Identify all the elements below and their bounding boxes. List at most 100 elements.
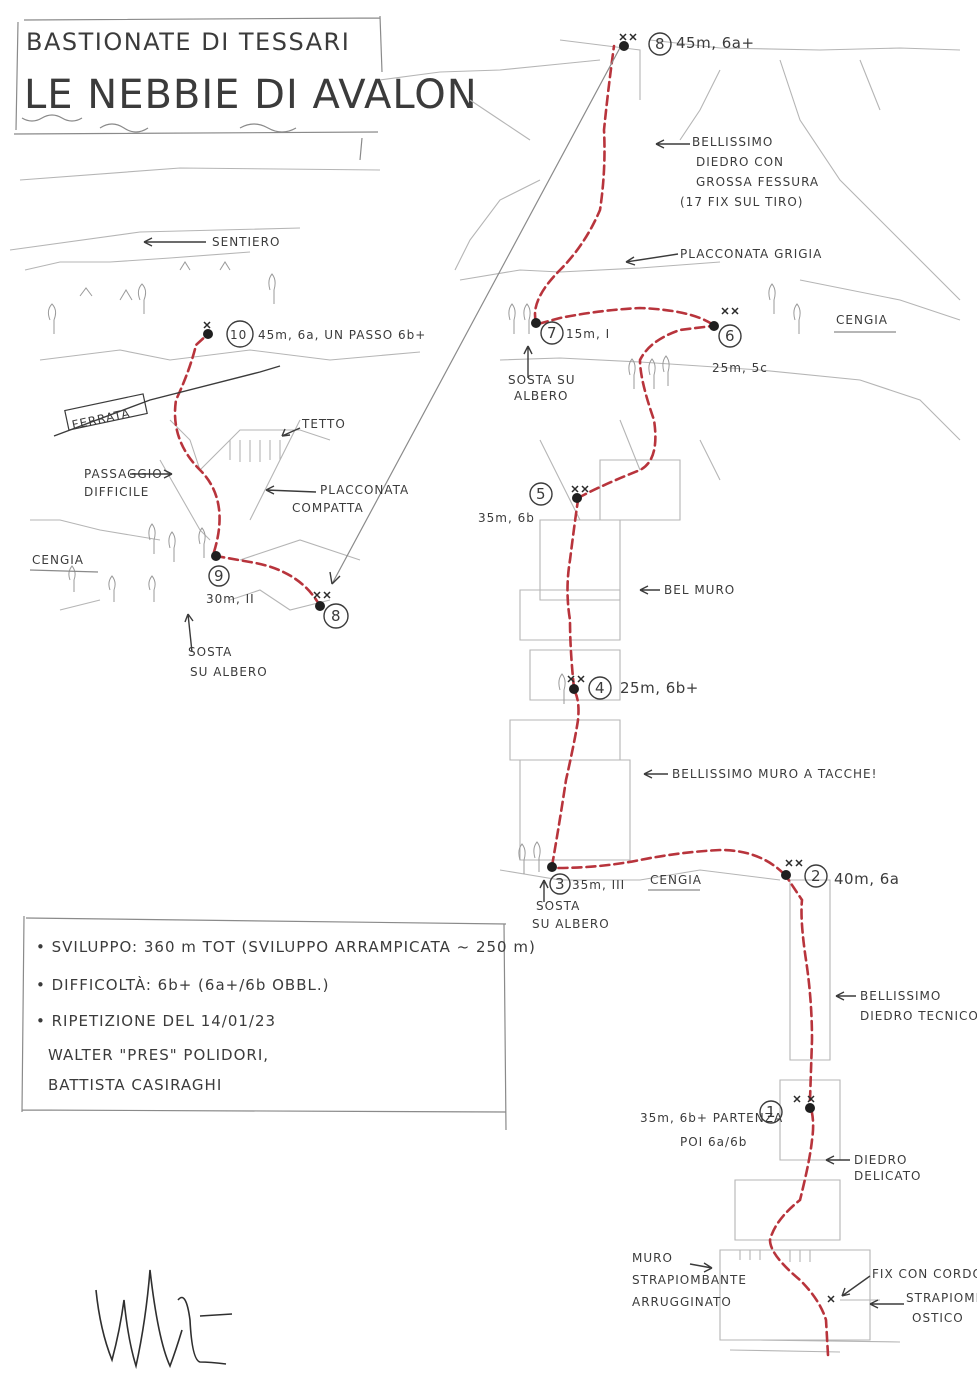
belay-6 <box>709 321 719 331</box>
label-diedro-fessura-1: BELLISSIMO <box>692 135 773 149</box>
label-diedro-fessura-3: GROSSA FESSURA <box>696 175 819 189</box>
label-sosta-2b: ALBERO <box>514 389 569 403</box>
pitch-6-num: 6 <box>725 327 735 345</box>
pitch-1-num: 1 <box>766 1103 776 1121</box>
label-placconata-compatta-2: COMPATTA <box>292 501 364 515</box>
pitch-10-circle <box>226 320 254 348</box>
info-climber-1: WALTER "PRES" POLIDORI, <box>48 1046 269 1064</box>
pitch-1-desc: 35m, 6b+ PARTENZA <box>640 1111 783 1125</box>
label-cengia-upper: CENGIA <box>836 313 888 327</box>
connector-num: 8 <box>331 607 341 625</box>
annotations: SENTIERO FERRATA TETTO PASSAGGIO DIFFICI… <box>29 135 977 1325</box>
title-line2: LE NEBBIE DI AVALON <box>24 72 478 118</box>
label-bel-muro: BEL MURO <box>664 583 735 597</box>
label-placconata-compatta-1: PLACCONATA <box>320 483 409 497</box>
label-strapiombino-2: OSTICO <box>912 1311 964 1325</box>
pitch-4-num: 4 <box>595 679 605 697</box>
label-fix-cordone: FIX CON CORDONE <box>872 1267 977 1281</box>
belay-5 <box>572 493 582 503</box>
route-pitch-10 <box>173 332 221 554</box>
label-cengia-lower: CENGIA <box>650 873 702 887</box>
signature <box>95 1269 233 1370</box>
route-pitch-4 <box>550 688 580 868</box>
title-box: BASTIONATE DI TESSARI LE NEBBIE DI AVALO… <box>13 15 478 161</box>
belay-7 <box>531 318 541 328</box>
pitch-labels: 8 45m, 6a+ 7 15m, I 6 25m, 5c 5 35m, 6b … <box>206 32 899 1149</box>
route-pitch-3 <box>554 848 786 876</box>
pitch-1-desc2: POI 6a/6b <box>680 1135 747 1149</box>
pitch-9-desc: 30m, II <box>206 592 255 606</box>
label-diedro-delicato-2: DELICATO <box>854 1169 921 1183</box>
pitch-2-circle <box>804 864 828 888</box>
label-diedro-fessura-2: DIEDRO CON <box>696 155 784 169</box>
label-muro-strap-2: STRAPIOMBANTE <box>632 1273 747 1287</box>
pitch-9-num: 9 <box>214 567 224 585</box>
label-sosta-3a: SOSTA <box>536 899 580 913</box>
pitch-10-num: 10 <box>230 328 247 342</box>
pitch-1-circle <box>759 1100 783 1124</box>
label-muro-strap-3: ARRUGGINATO <box>632 1295 732 1309</box>
label-sosta-3b: SU ALBERO <box>532 917 610 931</box>
vegetation <box>47 261 880 1301</box>
pitch-3-circle <box>549 873 571 895</box>
info-climber-2: BATTISTA CASIRAGHI <box>48 1076 222 1094</box>
label-muro-strap-1: MURO <box>632 1251 673 1265</box>
route-pitch-1 <box>768 1103 830 1357</box>
pitch-9-circle <box>208 565 230 587</box>
pitch-5-circle <box>529 482 553 506</box>
belay-stations <box>203 33 835 1303</box>
label-muro-tacche: BELLISSIMO MURO A TACCHE! <box>672 767 877 781</box>
pitch-7-desc: 15m, I <box>566 327 610 341</box>
pitch-4-circle <box>588 676 612 700</box>
label-sosta-2a: SOSTA SU <box>508 373 576 387</box>
belay-1 <box>805 1103 815 1113</box>
label-diedro-tecnico-2: DIEDRO TECNICO <box>860 1009 977 1023</box>
label-placconata-grigia: PLACCONATA GRIGIA <box>680 247 822 261</box>
label-cengia-left: CENGIA <box>32 553 84 567</box>
route-pitch-6 <box>576 324 714 500</box>
label-diedro-tecnico-1: BELLISSIMO <box>860 989 941 1003</box>
belay-9 <box>211 551 221 561</box>
info-sviluppo: • SVILUPPO: 360 m TOT (SVILUPPO ARRAMPIC… <box>36 938 536 956</box>
pitch-6-desc: 25m, 5c <box>712 361 768 375</box>
pitch-7-num: 7 <box>547 324 557 342</box>
pitch-5-num: 5 <box>536 485 546 503</box>
pitch-8-num: 8 <box>655 35 665 53</box>
route-lines <box>173 43 830 1357</box>
pitch-4-desc: 25m, 6b+ <box>620 679 699 697</box>
info-box: • SVILUPPO: 360 m TOT (SVILUPPO ARRAMPIC… <box>21 915 536 1131</box>
pitch-3-desc: 35m, III <box>572 878 625 892</box>
pitch-3-num: 3 <box>555 875 565 893</box>
pitch-10-desc: 45m, 6a, UN PASSO 6b+ <box>258 328 426 342</box>
label-passaggio-1: PASSAGGIO <box>84 467 163 481</box>
belay-8 <box>619 41 629 51</box>
pitch-5-desc: 35m, 6b <box>478 511 535 525</box>
label-tetto: TETTO <box>301 417 346 431</box>
pitch-2-num: 2 <box>811 867 821 885</box>
belay-3 <box>547 862 557 872</box>
pitch-7-circle <box>540 321 564 345</box>
label-sosta-1a: SOSTA <box>188 645 232 659</box>
connector-line <box>331 43 623 585</box>
pitch-2-desc: 40m, 6a <box>834 870 899 888</box>
pitch-8-circle <box>648 32 672 56</box>
belay-4 <box>569 684 579 694</box>
label-sosta-1b: SU ALBERO <box>190 665 268 679</box>
info-ripetizione: • RIPETIZIONE DEL 14/01/23 <box>36 1012 276 1030</box>
route-pitch-2 <box>784 874 814 1102</box>
info-difficolta: • DIFFICOLTÀ: 6b+ (6a+/6b OBBL.) <box>36 975 329 994</box>
pitch-8-desc: 45m, 6a+ <box>676 34 755 52</box>
route-pitch-8 <box>533 44 616 324</box>
belay-2 <box>781 870 791 880</box>
belay-10 <box>203 329 213 339</box>
rock-sketch-lines <box>9 39 961 1353</box>
label-diedro-fessura-4: (17 FIX SUL TIRO) <box>680 195 803 209</box>
label-sentiero: SENTIERO <box>212 235 280 249</box>
route-pitch-7 <box>536 306 714 326</box>
label-strapiombino-1: STRAPIOMBINO <box>906 1291 977 1305</box>
label-passaggio-2: DIFFICILE <box>84 485 149 499</box>
connector-circle <box>323 603 349 629</box>
pitch-6-circle <box>718 324 742 348</box>
label-ferrata: FERRATA <box>71 406 132 432</box>
route-pitch-5 <box>566 498 580 690</box>
